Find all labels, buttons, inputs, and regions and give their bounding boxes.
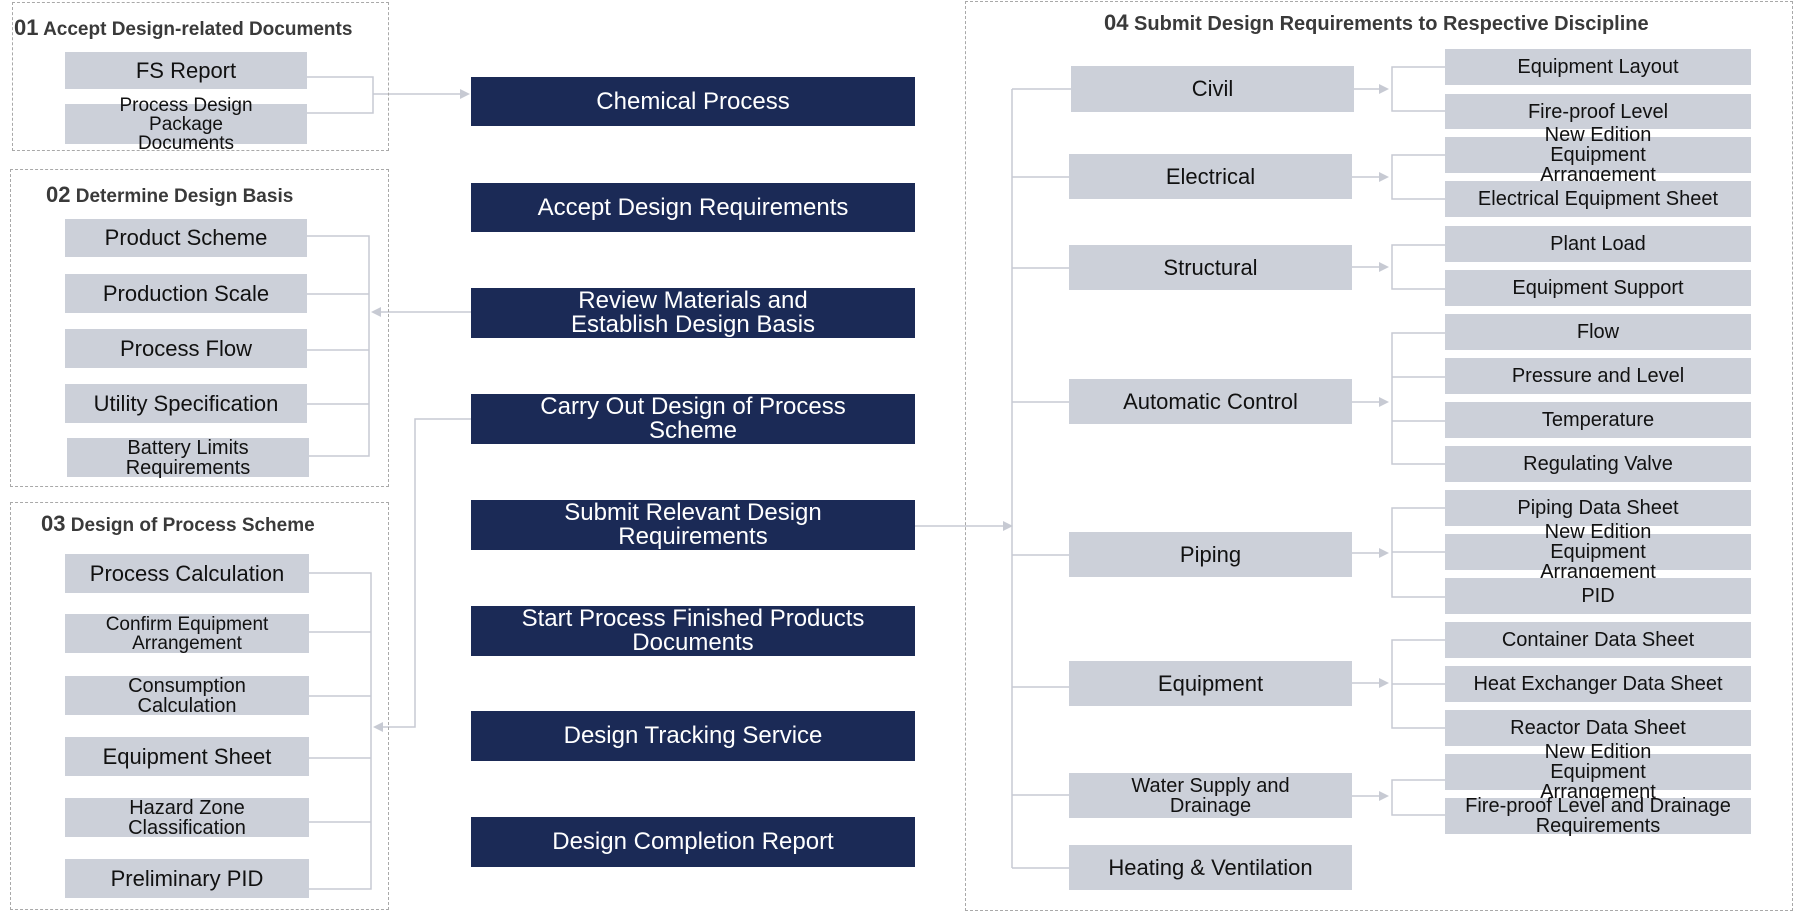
doc-item: Process Design Package Documents [65,96,307,153]
discipline-automatic-control: Automatic Control [1069,379,1352,424]
panel-4-number: 04 [1104,10,1129,35]
requirement-item: Reactor Data Sheet [1445,710,1751,746]
scheme-item: Preliminary PID [65,859,309,898]
step-chemical-process: Chemical Process [471,77,915,126]
discipline-electrical: Electrical [1069,154,1352,199]
panel-3-title: 03 Design of Process Scheme [41,511,315,537]
doc-item: FS Report [65,52,307,89]
step-carry-out-design: Carry Out Design of Process Scheme [471,394,915,444]
discipline-heating-ventilation: Heating & Ventilation [1069,845,1352,890]
requirement-item: Fire-proof Level [1445,94,1751,129]
requirement-item: Equipment Layout [1445,49,1751,85]
requirement-item: New Edition Equipment Arrangement [1445,522,1751,582]
requirement-item: Pressure and Level [1445,358,1751,394]
requirement-item: Fire-proof Level and Drainage Requiremen… [1445,796,1751,836]
discipline-equipment: Equipment [1069,661,1352,706]
basis-item: Process Flow [65,329,307,368]
requirement-item: Plant Load [1445,226,1751,262]
scheme-item: Confirm Equipment Arrangement [65,614,309,653]
discipline-civil: Civil [1071,66,1354,112]
requirement-item: Heat Exchanger Data Sheet [1445,666,1751,702]
step-completion-report: Design Completion Report [471,817,915,867]
requirement-item: PID [1445,578,1751,614]
scheme-item: Process Calculation [65,554,309,593]
panel-2-title-text: Determine Design Basis [75,186,294,207]
panel-disciplines [965,1,1793,911]
panel-1-number: 01 [14,15,39,40]
requirement-item: Equipment Support [1445,270,1751,306]
basis-item: Utility Specification [65,384,307,423]
requirement-item: New Edition Equipment Arrangement [1445,125,1751,185]
requirement-item: Temperature [1445,402,1751,438]
requirement-item: Electrical Equipment Sheet [1445,181,1751,217]
panel-3-number: 03 [41,511,66,536]
step-start-finished-documents: Start Process Finished Products Document… [471,606,915,656]
requirement-item: Regulating Valve [1445,446,1751,482]
panel-2-number: 02 [46,182,71,207]
basis-item: Battery Limits Requirements [67,438,309,478]
step-submit-requirements: Submit Relevant Design Requirements [471,500,915,550]
basis-item: Product Scheme [65,219,307,257]
requirement-item: Container Data Sheet [1445,622,1751,658]
step-review-materials: Review Materials and Establish Design Ba… [471,288,915,338]
discipline-piping: Piping [1069,532,1352,577]
panel-3-title-text: Design of Process Scheme [70,515,315,536]
panel-1-title-text: Accept Design-related Documents [43,19,353,40]
step-accept-requirements: Accept Design Requirements [471,183,915,232]
panel-1-title: 01 Accept Design-related Documents [14,15,388,41]
panel-2-title: 02 Determine Design Basis [46,182,293,208]
requirement-item: Flow [1445,314,1751,350]
discipline-structural: Structural [1069,245,1352,290]
panel-process-scheme [10,502,389,910]
basis-item: Production Scale [65,274,307,313]
panel-4-title-text: Submit Design Requirements to Respective… [1134,13,1649,35]
discipline-water-supply: Water Supply and Drainage [1069,773,1352,818]
panel-4-title: 04 Submit Design Requirements to Respect… [1104,10,1649,36]
scheme-item: Equipment Sheet [65,737,309,776]
step-design-tracking: Design Tracking Service [471,711,915,761]
scheme-item: Consumption Calculation [65,676,309,716]
scheme-item: Hazard Zone Classification [65,798,309,838]
requirement-item: New Edition Equipment Arrangement [1445,742,1751,802]
panel-design-basis [10,169,389,487]
panel-accept-documents [12,2,389,151]
requirement-item: Piping Data Sheet [1445,490,1751,526]
